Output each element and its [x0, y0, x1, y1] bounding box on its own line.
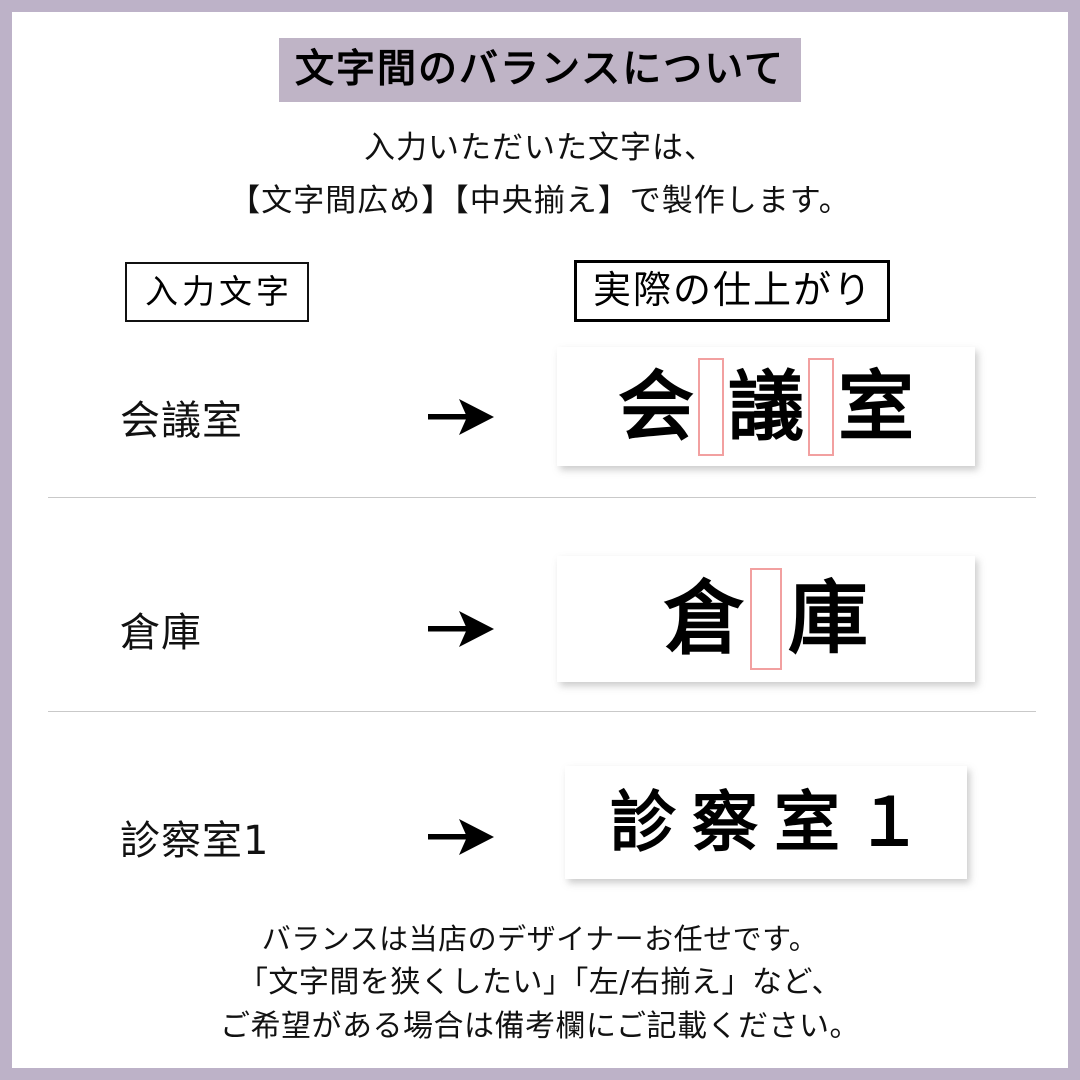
page-title: 文字間のバランスについて [278, 38, 802, 102]
lead-line-1: 入力いただいた文字は、 [364, 130, 716, 166]
output-glyph: 議 [728, 361, 804, 451]
letter-gap-marker [698, 357, 724, 456]
input-text: 倉庫 [120, 610, 202, 656]
row-divider [48, 711, 1036, 712]
arrow-right-icon [407, 546, 517, 712]
comparison-row: 会議室 会 議 室 [12, 334, 1068, 500]
input-text: 会議室 [120, 398, 243, 444]
letter-gap-marker [750, 568, 782, 670]
footer-line-3: ご希望がある場合は備考欄にご記載ください。 [220, 1009, 860, 1044]
output-glyph: 倉 [664, 572, 744, 665]
output-text: 診察室１ [594, 783, 938, 861]
output-glyph: 会 [618, 361, 694, 451]
arrow-right-icon [407, 754, 517, 920]
input-column-header: 入力文字 [125, 262, 309, 322]
lead-line-2: 【文字間広め】【中央揃え】で製作します。 [229, 183, 851, 219]
footer-line-2: 「文字間を狭くしたい」「左/右揃え」など、 [237, 965, 843, 1000]
output-text: 会 議 室 [618, 357, 914, 456]
output-glyph: 診察室１ [610, 783, 938, 861]
footer-line-1: バランスは当店のデザイナーお任せです。 [261, 922, 819, 956]
output-text: 倉 庫 [664, 568, 868, 670]
output-sign-plate: 会 議 室 [557, 347, 975, 466]
output-glyph: 庫 [788, 572, 868, 665]
output-column-header: 実際の仕上がり [574, 260, 891, 322]
page-title-container: 文字間のバランスについて [12, 38, 1068, 102]
comparison-row: 倉庫 倉 庫 [12, 546, 1068, 712]
letter-gap-marker [808, 357, 834, 456]
input-text: 診察室1 [120, 818, 270, 864]
comparison-row: 診察室1 診察室１ [12, 754, 1068, 920]
output-sign-plate: 倉 庫 [557, 556, 975, 682]
arrow-right-icon [407, 334, 517, 500]
output-glyph: 室 [838, 361, 914, 451]
footer-notes: バランスは当店のデザイナーお任せです。 「文字間を狭くしたい」「左/右揃え」など… [12, 917, 1068, 1049]
page-canvas: 文字間のバランスについて 入力いただいた文字は、 【文字間広め】【中央揃え】で製… [12, 12, 1068, 1068]
row-divider [48, 497, 1036, 498]
output-sign-plate: 診察室１ [565, 766, 967, 879]
lead-paragraph: 入力いただいた文字は、 【文字間広め】【中央揃え】で製作します。 [12, 122, 1068, 228]
column-headers: 入力文字 実際の仕上がり [12, 260, 1068, 322]
